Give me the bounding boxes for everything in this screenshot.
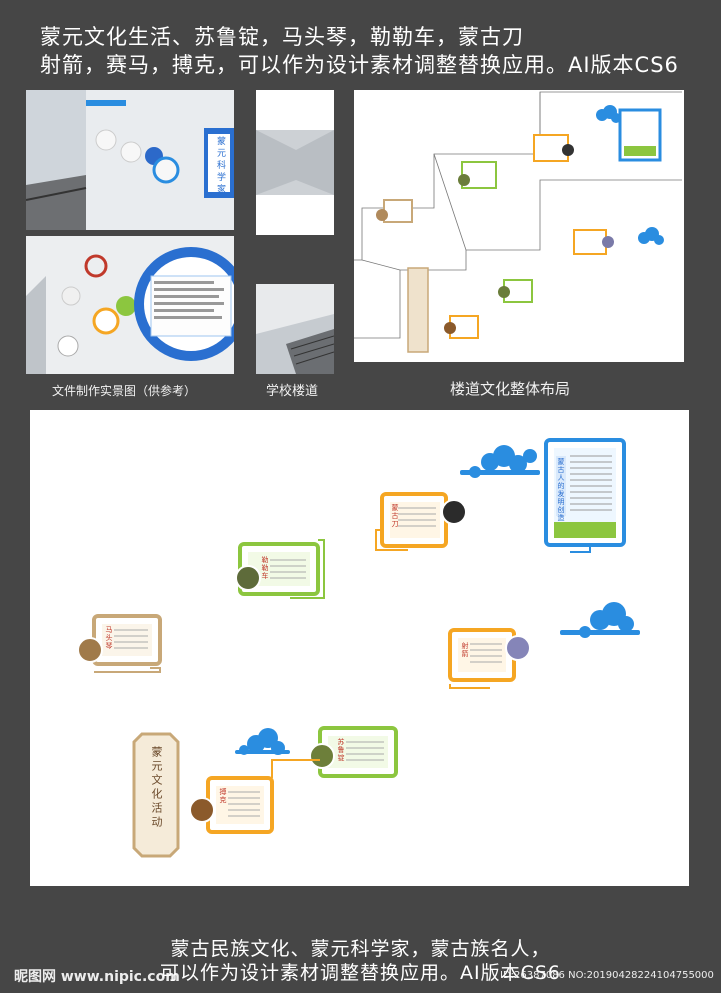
frame-label-fiddle: 马头琴	[105, 626, 113, 650]
header-line-2: 射箭，赛马，搏克，可以作为设计素材调整替换应用。AI版本CS6	[40, 53, 679, 77]
frame-cart	[235, 539, 325, 599]
photo-stairs-top	[256, 90, 334, 235]
photo-stairs-bottom	[256, 284, 334, 374]
frame-label-knife: 蒙古刀	[391, 504, 399, 528]
board-title-vertical: 蒙元文化活动	[150, 746, 163, 830]
frame-label-wrestling: 搏克	[219, 788, 227, 804]
frame-label-banner: 苏鲁锭	[337, 738, 345, 762]
frame-label-cart: 勒勒车	[261, 556, 269, 580]
culture-board: 蒙元文化活动 蒙古人的发明创造 蒙古刀 勒勒车 马头琴 射箭 苏鲁锭 搏克	[30, 410, 689, 886]
caption-stairs: 学校楼道	[266, 384, 319, 399]
title-scroll	[132, 732, 180, 858]
footer-line-1: 蒙古民族文化、蒙元科学家，蒙古族名人，	[170, 938, 551, 960]
cloud-group-3	[235, 728, 290, 755]
cloud-group-2	[560, 602, 640, 638]
frame-wrestling	[189, 759, 320, 834]
watermark-id: ID:26387086 NO:20190428224104755000	[500, 970, 714, 981]
photo-corridor-bottom	[26, 236, 234, 374]
layout-diagram	[354, 90, 684, 362]
header-line-1: 蒙元文化生活、苏鲁锭，马头琴，勒勒车，蒙古刀	[40, 25, 524, 49]
watermark-site: 昵图网 www.nipic.com	[14, 969, 180, 985]
caption-layout: 楼道文化整体布局	[450, 380, 571, 398]
main-panel-title: 蒙古人的发明创造	[557, 458, 565, 522]
footer-line-2: 可以作为设计素材调整替换应用。AI版本CS6	[159, 962, 562, 984]
frame-fiddle	[77, 614, 162, 673]
caption-photo: 文件制作实景图（供参考）	[52, 384, 197, 398]
photo-corridor-top: 蒙元科学家	[26, 90, 234, 230]
main-blue-panel	[544, 438, 626, 553]
photo-sign-text: 蒙元科学家	[215, 136, 225, 196]
frame-banner	[309, 726, 398, 778]
frame-label-archery: 射箭	[461, 642, 469, 658]
frame-archery	[448, 628, 531, 689]
cloud-group-1	[460, 445, 540, 478]
